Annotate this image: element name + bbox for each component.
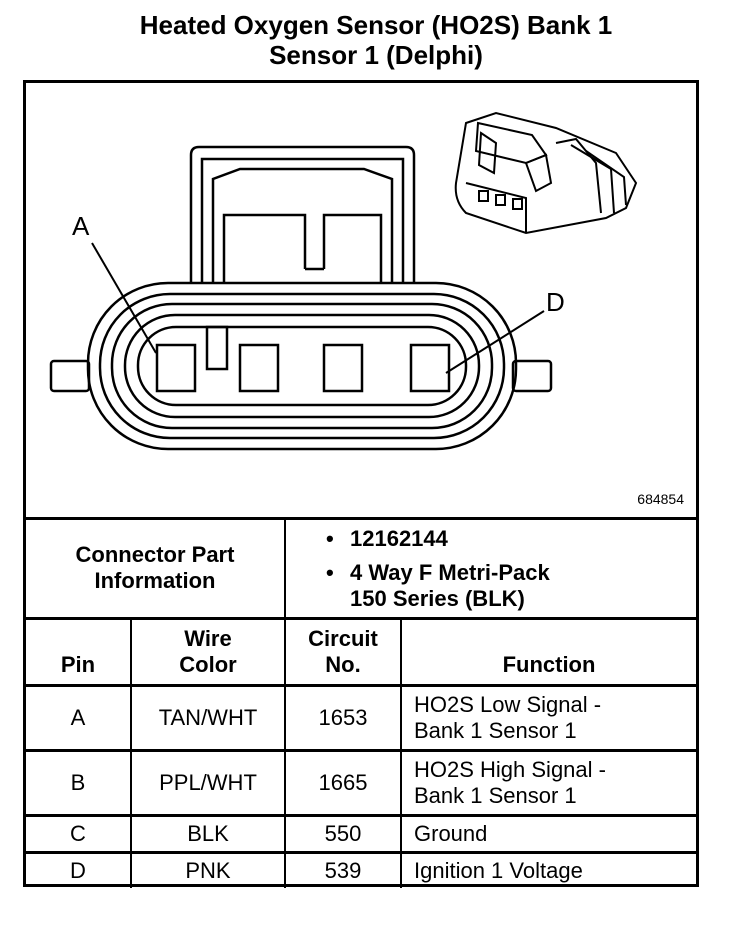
cell-function: HO2S High Signal - Bank 1 Sensor 1 [414, 757, 606, 808]
description: 4 Way F Metri-Pack 150 Series (BLK) [350, 560, 550, 611]
latch-slot-right [322, 213, 383, 283]
page-title: Heated Oxygen Sensor (HO2S) Bank 1 Senso… [0, 10, 752, 70]
header-pin: Pin [60, 652, 96, 677]
divider-row-c [26, 814, 696, 817]
title-line-2: Sensor 1 (Delphi) [269, 40, 483, 70]
cell-circuit: 1653 [318, 705, 368, 730]
divider-row-a [26, 684, 696, 687]
cell-wire-color: PNK [185, 858, 231, 883]
latch-outer [189, 145, 416, 283]
cell-wire-color: PPL/WHT [159, 770, 257, 795]
header-function: Function [502, 652, 596, 677]
body-ring-5 [136, 325, 468, 407]
body-ring-2 [98, 292, 506, 440]
divider-table-top [26, 617, 696, 620]
table-row: C [26, 817, 130, 851]
divider-col-3 [400, 620, 402, 888]
terminal-cavity-a [155, 343, 197, 393]
terminal-cavity-b [238, 343, 280, 393]
latch-inner [200, 157, 405, 283]
cell-function: Ignition 1 Voltage [414, 858, 583, 883]
cell-circuit: 1665 [318, 770, 368, 795]
cell-wire-color: BLK [187, 821, 229, 846]
table-row: D [26, 854, 130, 888]
divider-info-top [26, 517, 696, 520]
cell-pin: C [70, 821, 86, 846]
latch-rail [211, 167, 394, 283]
cell-function: Ground [414, 821, 488, 846]
divider-row-b [26, 749, 696, 752]
connector-info-values: • 12162144 • 4 Way F Metri-Pack 150 Seri… [326, 523, 696, 615]
terminal-cavity-c [322, 343, 364, 393]
body-ring-4 [123, 313, 481, 419]
right-ear [511, 359, 553, 393]
divider-row-d [26, 851, 696, 854]
connector-perspective-icon [454, 111, 638, 235]
cell-pin: D [70, 858, 86, 883]
latch-slot-left [222, 213, 307, 283]
leader-line-d [445, 310, 545, 374]
key-rib [205, 325, 229, 371]
table-row: B [26, 752, 130, 814]
description-item: • 4 Way F Metri-Pack 150 Series (BLK) [326, 560, 550, 611]
cell-circuit: 539 [324, 858, 362, 883]
connector-info-label: Connector Part Information [75, 542, 235, 593]
divider-col-1 [130, 620, 132, 888]
part-number: 12162144 [350, 526, 448, 551]
cell-wire-color: TAN/WHT [158, 705, 258, 730]
cell-circuit: 550 [324, 821, 362, 846]
terminal-cavity-d [409, 343, 451, 393]
header-wire-color: Wire Color [179, 626, 237, 677]
diagram-frame: A D 684854 Connector Part Information • … [23, 80, 699, 888]
pin-label-d: D [546, 287, 565, 317]
leader-line-a [91, 242, 157, 354]
body-ring-1 [86, 281, 518, 451]
connector-diagram: A D [49, 111, 638, 451]
cell-pin: A [70, 705, 86, 730]
body-ring-3 [110, 302, 494, 430]
cell-function: HO2S Low Signal - Bank 1 Sensor 1 [414, 692, 602, 743]
header-circuit-no: Circuit No. [308, 626, 378, 677]
pin-label-a: A [72, 211, 90, 241]
divider-col-2 [284, 519, 286, 888]
image-id: 684854 [637, 491, 684, 507]
title-line-1: Heated Oxygen Sensor (HO2S) Bank 1 [139, 10, 613, 40]
cell-pin: B [70, 770, 86, 795]
table-row: A [26, 687, 130, 749]
left-ear [49, 359, 91, 393]
part-number-item: • 12162144 [326, 526, 448, 551]
